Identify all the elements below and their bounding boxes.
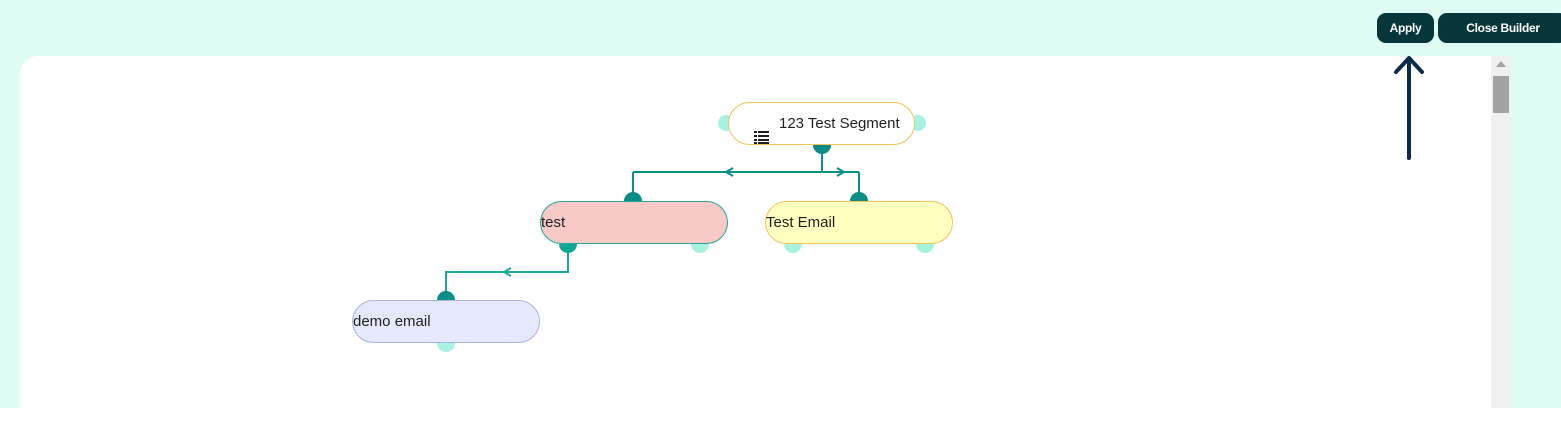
node-test-email[interactable]: Test Email [765,201,953,244]
node-label: Test Email [766,214,836,231]
node-test[interactable]: test [540,201,728,244]
canvas-scrollbar[interactable] [1491,56,1511,408]
scroll-thumb[interactable] [1493,76,1509,113]
list-icon [754,131,769,144]
scroll-up-arrow-icon[interactable] [1496,61,1506,67]
node-label: test [541,214,566,231]
node-segment-root[interactable]: 123 Test Segment [728,102,915,145]
apply-button[interactable]: Apply [1377,13,1434,43]
node-label: demo email [353,313,431,330]
up-arrow-icon [1394,56,1424,160]
node-demo-email[interactable]: demo email [352,300,540,343]
close-builder-button[interactable]: Close Builder [1438,13,1561,43]
node-label: 123 Test Segment [779,115,900,132]
